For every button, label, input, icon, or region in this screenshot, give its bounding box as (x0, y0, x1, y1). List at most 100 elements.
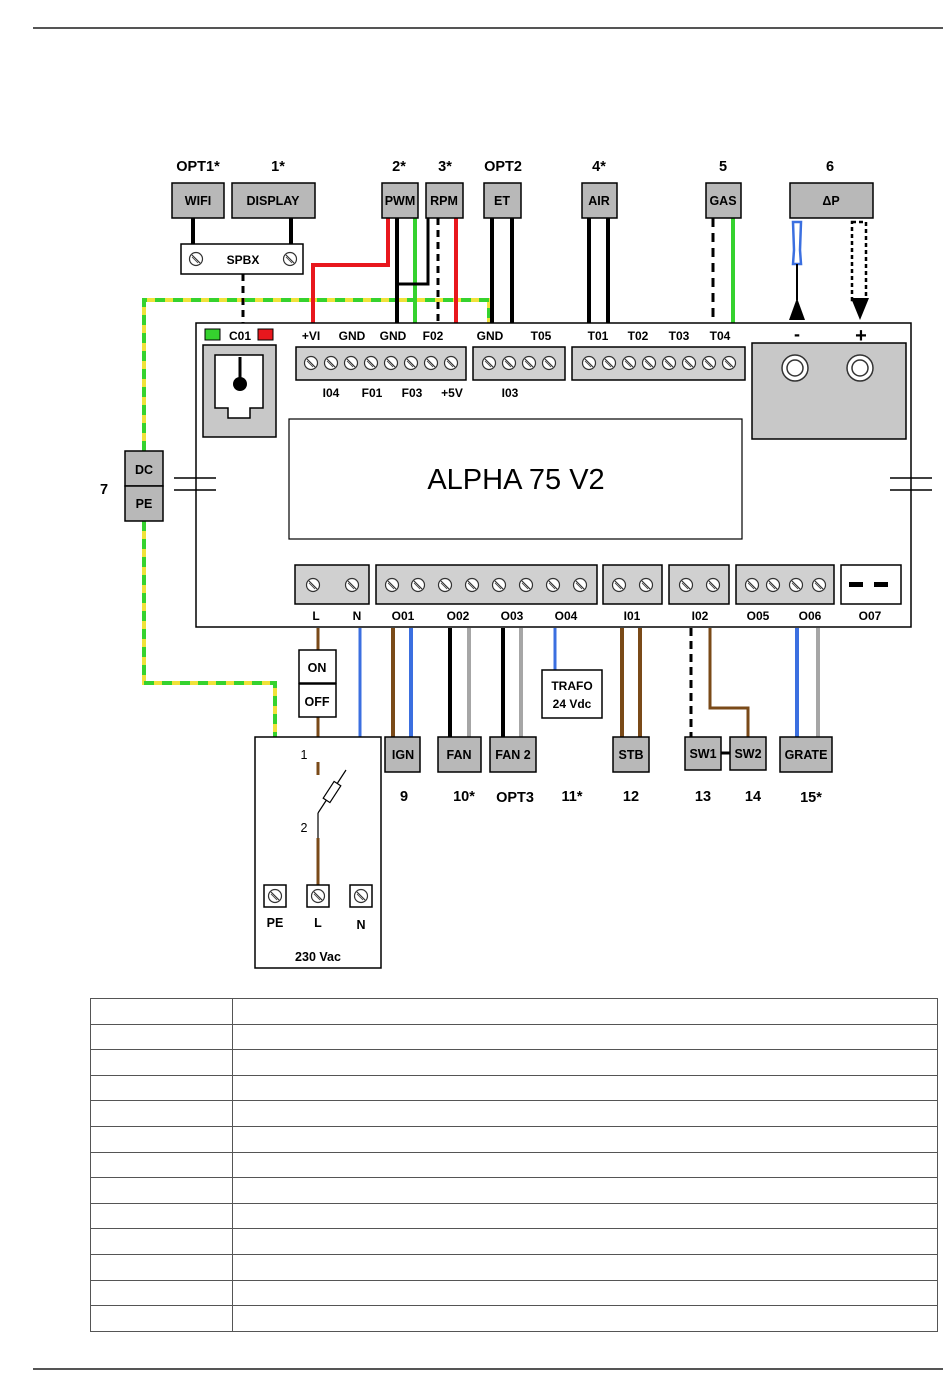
sw2-box (729, 736, 767, 771)
term-t01: T01 (588, 329, 609, 343)
c01-label: C01 (229, 329, 251, 343)
term-vi: +VI (302, 329, 320, 343)
bottom-rule (33, 1368, 943, 1370)
air-box (581, 182, 618, 219)
dc-label: DC (135, 463, 153, 477)
term-o03: O03 (501, 609, 524, 623)
device-num-4: 4* (592, 159, 606, 175)
supply-n: N (356, 918, 365, 932)
term-f01: F01 (362, 386, 383, 400)
fan2-label: FAN 2 (495, 748, 530, 762)
pressure-minus-sign: - (794, 324, 800, 344)
trafo-box (541, 669, 603, 719)
wifi-label: WIFI (185, 194, 211, 208)
table-row (90, 1305, 938, 1332)
device-num-12: 12 (623, 789, 639, 805)
device-num-10: 10* (453, 789, 475, 805)
et-box (483, 182, 522, 219)
table-row (90, 1177, 938, 1204)
term-n: N (353, 609, 362, 623)
sw1-label: SW1 (689, 747, 716, 761)
pwm-red-wire (311, 218, 390, 326)
supply-l: L (314, 916, 322, 930)
table-row (90, 1228, 938, 1255)
term-t03: T03 (669, 329, 690, 343)
term-o05: O05 (747, 609, 770, 623)
table-row (90, 1074, 938, 1102)
supply-num-1: 1 (301, 748, 308, 762)
term-t02: T02 (628, 329, 649, 343)
pressure-hose-plus (850, 220, 869, 320)
table-row (90, 1049, 938, 1076)
device-num-opt1: OPT1* (176, 159, 220, 175)
rpm-black-wire (397, 218, 430, 286)
fan-label: FAN (447, 748, 472, 762)
device-num-9: 9 (400, 789, 408, 805)
trafo-line2: 24 Vdc (553, 697, 592, 711)
pressure-plus-sign: + (855, 325, 867, 347)
term-gnd-1: GND (339, 329, 366, 343)
et-label: ET (494, 194, 510, 208)
fan2-box (489, 736, 537, 773)
table-row (90, 1202, 938, 1230)
table-row (90, 1125, 938, 1153)
ign-box (384, 736, 421, 773)
term-i03: I03 (502, 386, 519, 400)
terminal-block-top-2 (472, 346, 566, 381)
terminal-block-top-1 (295, 346, 467, 381)
term-f03: F03 (402, 386, 423, 400)
dc-box (124, 450, 164, 487)
device-num-opt3: OPT3 (496, 790, 534, 806)
term-i01: I01 (624, 609, 641, 623)
fan-box (437, 736, 482, 773)
top-rule (33, 27, 943, 29)
trafo-line1: TRAFO (551, 679, 592, 693)
device-num-1: 1* (271, 159, 285, 175)
pwm-box (381, 182, 419, 219)
supply-voltage: 230 Vac (295, 950, 341, 964)
switch-off-label: OFF (305, 695, 330, 709)
c01-green-led (204, 328, 221, 341)
stb-label: STB (619, 748, 644, 762)
device-num-5: 5 (719, 159, 727, 175)
terminal-block-bottom-i01 (602, 564, 663, 605)
table-row (90, 1100, 938, 1127)
term-i02: I02 (692, 609, 709, 623)
table-row (90, 1151, 938, 1179)
terminal-block-bottom-o07 (840, 564, 902, 605)
pwm-label: PWM (385, 194, 416, 208)
spbx-block: SPBX (180, 243, 304, 275)
gas-box (705, 182, 742, 219)
pe-label: PE (136, 497, 153, 511)
pressure-hose-minus (789, 220, 805, 320)
supply-terminals (263, 884, 373, 908)
delta-p-box (789, 182, 874, 219)
grate-label: GRATE (785, 748, 828, 762)
term-o01: O01 (392, 609, 415, 623)
device-num-2: 2* (392, 159, 406, 175)
device-num-14: 14 (745, 789, 761, 805)
term-i04: I04 (323, 386, 340, 400)
display-label: DISPLAY (246, 194, 300, 208)
sw2-label: SW2 (734, 747, 761, 761)
term-l: L (312, 609, 319, 623)
term-t05: T05 (531, 329, 552, 343)
rpm-box (425, 182, 464, 219)
supply-num-2: 2 (301, 821, 308, 835)
gas-label: GAS (709, 194, 736, 208)
term-o06: O06 (799, 609, 822, 623)
sw2-brown-wire (708, 628, 750, 738)
ign-label: IGN (392, 748, 414, 762)
terminal-block-bottom-outputs (375, 564, 598, 605)
wiring-diagram: OPT1* 1* 2* 3* OPT2 4* 5 6 WIFI DISPLAY … (100, 159, 932, 969)
legend-table (90, 998, 938, 1332)
switch-on-label: ON (308, 661, 327, 675)
term-f02: F02 (423, 329, 444, 343)
board-title: ALPHA 75 V2 (427, 464, 604, 496)
delta-p-label: ΔP (822, 194, 839, 208)
dcpe-num: 7 (100, 482, 108, 498)
fuse-icon (316, 762, 347, 885)
rpm-label: RPM (430, 194, 458, 208)
device-num-6: 6 (826, 159, 834, 175)
wifi-box (171, 182, 225, 219)
